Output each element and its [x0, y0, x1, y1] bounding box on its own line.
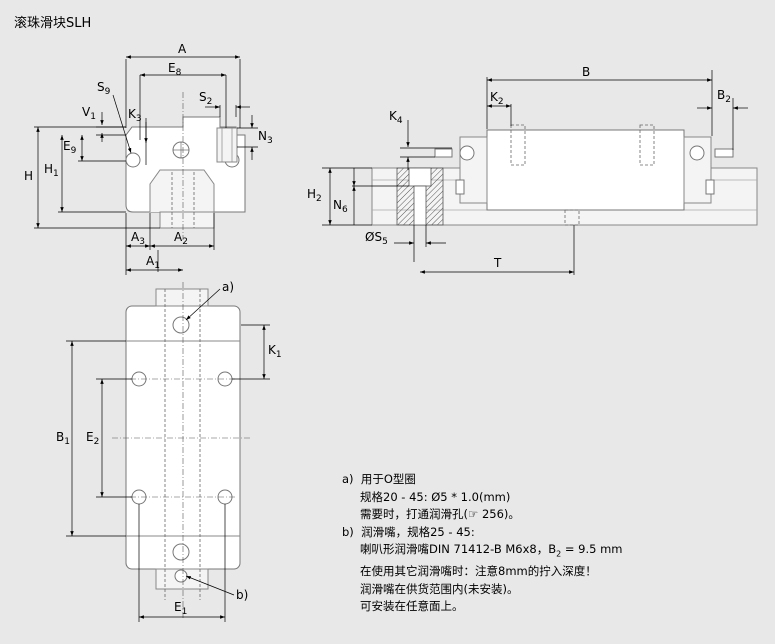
label-B2: B2: [717, 88, 731, 105]
note-b-heading: b) 润滑嘴，规格25 - 45:: [342, 524, 475, 539]
label-K1: K1: [268, 343, 282, 360]
label-a: a): [222, 280, 234, 294]
label-H1: H1: [44, 162, 59, 179]
label-K2: K2: [490, 90, 504, 107]
label-A1: A1: [146, 254, 160, 271]
label-E9: E9: [63, 139, 77, 156]
label-S9: S9: [97, 80, 111, 97]
label-V1: V1: [82, 105, 96, 122]
label-B1: B1: [56, 430, 70, 447]
drawing-title: 滚珠滑块SLH: [14, 16, 92, 31]
ball-left: [125, 152, 141, 168]
note-b-line4: 润滑嘴在供货范围内(未安装)。: [360, 581, 519, 596]
note-a-line3: 需要时，打通润滑孔(☞ 256)。: [360, 507, 520, 522]
note-a-heading: a) 用于O型圈: [342, 472, 416, 486]
label-E1: E1: [174, 600, 187, 617]
label-A2: A2: [174, 230, 188, 247]
lube-point-a: [172, 316, 190, 334]
label-E2: E2: [86, 430, 99, 447]
label-H: H: [24, 169, 33, 183]
label-K3: K3: [128, 107, 142, 124]
lube-point-b: [172, 543, 190, 561]
note-b-line3: 在使用其它润滑嘴时：注意8mm的拧入深度！: [360, 564, 597, 579]
side-view: [322, 70, 758, 275]
rail-lower: [159, 211, 215, 229]
label-N6: N6: [333, 198, 348, 215]
label-H2: H2: [307, 187, 322, 204]
lube-nipple-left: [459, 145, 475, 161]
label-A: A: [178, 42, 187, 56]
top-view: [66, 282, 270, 622]
front-view: [34, 55, 258, 275]
label-E8: E8: [168, 61, 182, 78]
lube-nipple-front: [216, 127, 238, 163]
label-A3: A3: [131, 230, 145, 247]
label-T: T: [493, 256, 502, 270]
carriage-side: [486, 129, 685, 211]
note-b-line5: 可安装在任意面上。: [360, 599, 464, 614]
label-S5: ØS5: [365, 230, 388, 247]
label-B: B: [582, 65, 590, 79]
lube-nipple-right: [689, 145, 705, 161]
rail-profile: [149, 169, 215, 212]
label-S2: S2: [199, 90, 212, 107]
note-a-line2: 规格20 - 45: Ø5 * 1.0(mm): [360, 489, 511, 504]
footnotes: a) 用于O型圈 规格20 - 45: Ø5 * 1.0(mm) 需要时，打通润…: [342, 471, 623, 616]
label-N3: N3: [258, 129, 273, 146]
label-b: b): [236, 588, 248, 602]
label-K4: K4: [389, 109, 403, 126]
note-b-line2: 喇叭形润滑嘴DIN 71412-B M6x8，B2 = 9.5 mm: [360, 542, 623, 559]
